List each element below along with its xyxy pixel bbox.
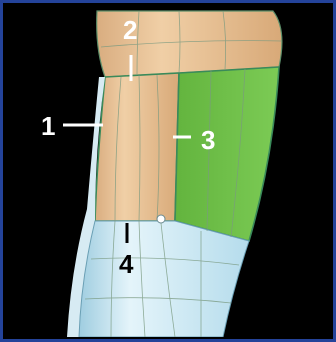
limb-diagram: 1 2 3 4: [11, 9, 331, 337]
region-4-lower-limb: [79, 221, 249, 337]
callout-2-label: 2: [123, 15, 137, 45]
region-1-panel: [95, 73, 179, 221]
callout-3-label: 3: [201, 125, 215, 155]
callout-1-label: 1: [41, 111, 55, 141]
callout-4-label: 4: [119, 249, 134, 279]
figure-viewport: 1 2 3 4: [11, 9, 331, 337]
joint-marker: [157, 215, 165, 223]
region-3-panel: [175, 67, 279, 241]
